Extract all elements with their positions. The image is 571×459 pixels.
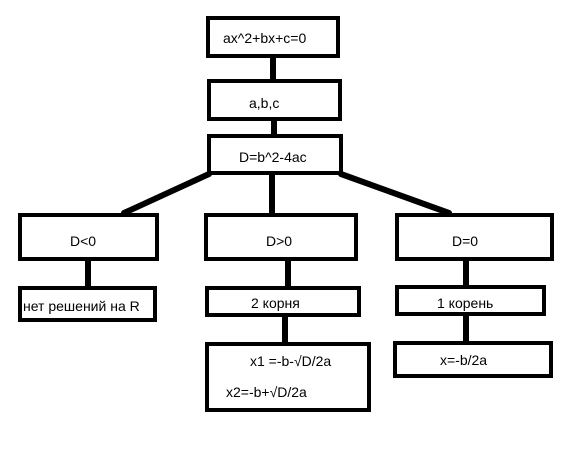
one-root-text: 1 корень <box>437 295 494 311</box>
discriminant-box: D=b^2-4ac <box>207 134 343 175</box>
coefficients-text: a,b,c <box>249 95 280 111</box>
d-zero-box: D=0 <box>395 213 554 261</box>
one-root-formula-box: x=-b/2a <box>393 341 553 378</box>
d-zero-text: D=0 <box>452 233 479 249</box>
two-roots-box: 2 корня <box>205 286 361 317</box>
equation-box: ax^2+bx+c=0 <box>206 16 340 58</box>
one-root-box: 1 корень <box>395 285 546 316</box>
d-negative-text: D<0 <box>70 233 97 249</box>
discriminant-text: D=b^2-4ac <box>239 149 307 165</box>
d-positive-box: D>0 <box>204 213 358 261</box>
equation-text: ax^2+bx+c=0 <box>223 30 307 46</box>
x2-formula-text: x2=-b+√D/2a <box>226 384 307 400</box>
connector-discriminant-dzero <box>338 171 452 216</box>
two-roots-text: 2 корня <box>251 295 300 311</box>
d-negative-box: D<0 <box>18 213 159 261</box>
two-roots-formulas-box: x1 =-b-√D/2a x2=-b+√D/2a <box>205 342 371 412</box>
coefficients-box: a,b,c <box>207 79 342 121</box>
no-solutions-text: нет решений на R <box>23 298 140 314</box>
x-formula-text: x=-b/2a <box>440 352 488 368</box>
connector-discriminant-dnegative <box>121 171 212 216</box>
d-positive-text: D>0 <box>266 233 293 249</box>
no-solutions-box: нет решений на R <box>18 286 157 322</box>
x1-formula-text: x1 =-b-√D/2a <box>250 353 332 369</box>
